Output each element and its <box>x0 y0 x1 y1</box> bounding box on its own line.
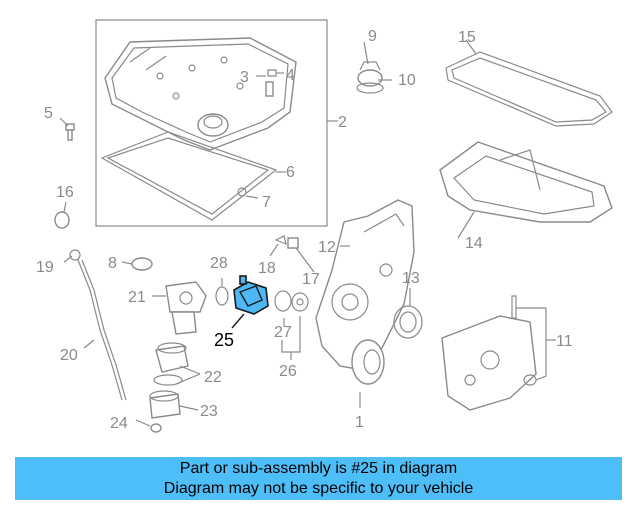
callout-25: 25 <box>214 330 234 350</box>
callout-15: 15 <box>458 29 476 46</box>
oil-pan-gasket <box>445 51 613 127</box>
info-banner: Part or sub-assembly is #25 in diagram D… <box>15 457 622 500</box>
oil-cooler-11 <box>441 295 537 411</box>
callout-1: 1 <box>355 414 364 431</box>
pulley-1 <box>351 339 385 385</box>
o-ring-28 <box>215 286 229 306</box>
filler-cap <box>356 61 384 94</box>
callout-12: 12 <box>318 239 336 256</box>
callout-13: 13 <box>402 270 420 287</box>
parts-diagram: 1 2 3 4 5 6 7 8 9 10 11 12 13 14 15 16 1… <box>36 19 613 433</box>
callout-26: 26 <box>279 363 297 380</box>
banner-line-1: Part or sub-assembly is #25 in diagram <box>179 459 458 477</box>
fitting-17-18 <box>274 235 299 249</box>
callout-8: 8 <box>108 255 117 272</box>
callout-5: 5 <box>44 105 53 122</box>
seal-8 <box>131 257 153 271</box>
callout-11: 11 <box>556 333 573 350</box>
callout-18: 18 <box>258 260 276 277</box>
bolt-5 <box>65 123 75 141</box>
callout-3: 3 <box>240 69 249 86</box>
callout-labels: 1 2 3 4 5 6 7 8 9 10 11 12 13 14 15 16 1… <box>36 28 573 432</box>
callout-22: 22 <box>204 369 222 386</box>
leader-lines <box>59 39 556 427</box>
callout-21: 21 <box>128 289 146 306</box>
callout-28: 28 <box>210 255 228 272</box>
callout-6: 6 <box>286 164 295 181</box>
callout-19: 19 <box>36 259 54 276</box>
valve-cover-group <box>95 19 338 227</box>
callout-27: 27 <box>274 324 292 341</box>
callout-4: 4 <box>286 67 295 84</box>
callout-10: 10 <box>398 72 416 89</box>
timing-cover <box>315 199 415 371</box>
callout-20: 20 <box>60 347 78 364</box>
callout-16: 16 <box>56 184 74 201</box>
callout-2: 2 <box>338 114 347 131</box>
dipstick <box>69 249 127 401</box>
washers-26-27 <box>274 290 309 312</box>
callout-14: 14 <box>465 235 483 252</box>
callout-24: 24 <box>110 415 128 432</box>
banner-line-2: Diagram may not be specific to your vehi… <box>163 479 474 497</box>
plug-16 <box>54 211 70 229</box>
oil-filter-housing <box>149 281 207 433</box>
callout-23: 23 <box>200 403 218 420</box>
callout-9: 9 <box>368 28 377 45</box>
oil-pan <box>439 141 613 223</box>
callout-7: 7 <box>262 194 271 211</box>
part-25-highlighted[interactable] <box>231 275 269 329</box>
seal-13 <box>393 305 423 339</box>
callout-17: 17 <box>302 271 320 288</box>
